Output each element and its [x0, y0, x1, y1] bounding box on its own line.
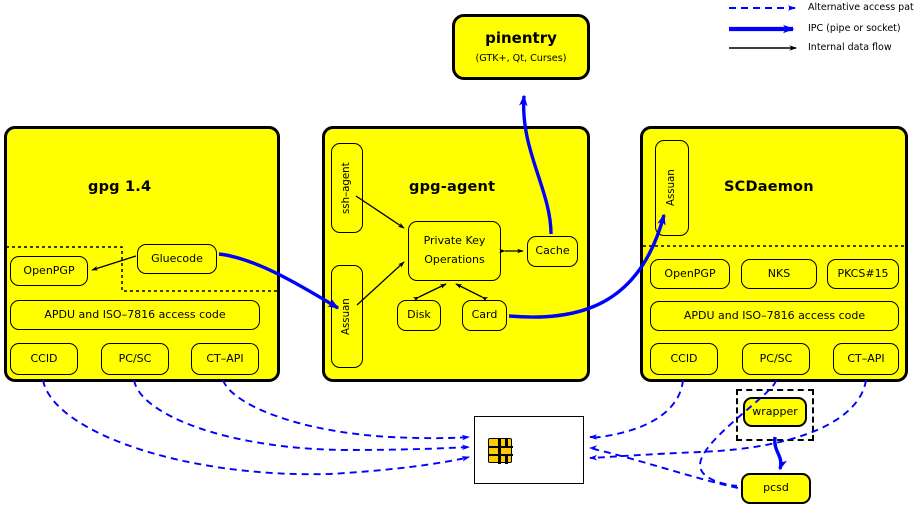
- pinentry-subtitle: (GTK+, Qt, Curses): [475, 52, 567, 64]
- scdaemon-driver-ctapi[interactable]: CT–API: [833, 343, 899, 375]
- gpg14-openpgp-box[interactable]: OpenPGP: [10, 256, 88, 286]
- scdaemon-app-openpgp[interactable]: OpenPGP: [650, 259, 730, 289]
- scdaemon-assuan-box[interactable]: Assuan: [655, 140, 689, 236]
- legend-label-internal: Internal data flow: [808, 42, 892, 53]
- gpgagent-card-box[interactable]: Card: [462, 300, 507, 331]
- gpgagent-assuan-box[interactable]: Assuan: [331, 265, 363, 368]
- scdaemon-app-pkcs15[interactable]: PKCS#15: [827, 259, 899, 289]
- pinentry-title: pinentry: [485, 29, 557, 48]
- gpgagent-private-key-operations-box[interactable]: Private Key Operations: [408, 221, 501, 281]
- private-key-ops-line-2: Operations: [424, 253, 485, 266]
- pcsd-box[interactable]: pcsd: [741, 473, 811, 504]
- gpg14-gluecode-box[interactable]: Gluecode: [137, 244, 217, 274]
- gpg14-driver-pcsc[interactable]: PC/SC: [101, 343, 169, 375]
- gpgagent-cache-box[interactable]: Cache: [527, 236, 578, 267]
- gpgagent-disk-box[interactable]: Disk: [397, 300, 441, 331]
- gpg14-driver-ctapi[interactable]: CT–API: [191, 343, 259, 375]
- gpg14-title: gpg 1.4: [88, 179, 152, 195]
- scdaemon-driver-pcsc[interactable]: PC/SC: [742, 343, 810, 375]
- legend-label-ipc: IPC (pipe or socket): [808, 23, 901, 34]
- private-key-ops-line-1: Private Key: [423, 234, 486, 248]
- scdaemon-driver-ccid[interactable]: CCID: [650, 343, 718, 375]
- pinentry-box[interactable]: pinentry (GTK+, Qt, Curses): [452, 14, 590, 80]
- smartcard[interactable]: [474, 416, 584, 484]
- gpgagent-title: gpg-agent: [409, 179, 496, 195]
- wrapper-box[interactable]: wrapper: [743, 397, 807, 427]
- gpg14-driver-ccid[interactable]: CCID: [10, 343, 78, 375]
- scdaemon-app-nks[interactable]: NKS: [741, 259, 817, 289]
- smartcard-chip-icon: [488, 438, 513, 464]
- gpgagent-ssh-agent-box[interactable]: ssh–agent: [331, 143, 363, 233]
- legend-label-alt-paths: Alternative access paths: [808, 2, 914, 13]
- gpg14-apdu-box[interactable]: APDU and ISO–7816 access code: [10, 300, 260, 330]
- scdaemon-apdu-box[interactable]: APDU and ISO–7816 access code: [650, 301, 899, 331]
- scdaemon-title: SCDaemon: [724, 179, 814, 195]
